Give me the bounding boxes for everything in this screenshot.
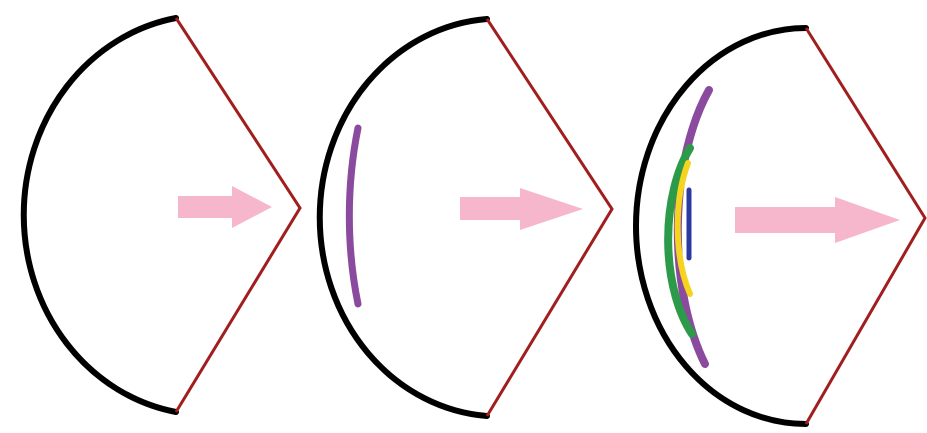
outline-arc	[24, 18, 176, 412]
panel-1	[24, 18, 300, 412]
layer-purple	[349, 128, 358, 304]
pink-arrow	[178, 186, 272, 228]
panel-2	[320, 19, 612, 416]
pink-arrow	[460, 188, 583, 230]
panel-3	[636, 28, 925, 424]
pink-arrow	[735, 197, 900, 243]
